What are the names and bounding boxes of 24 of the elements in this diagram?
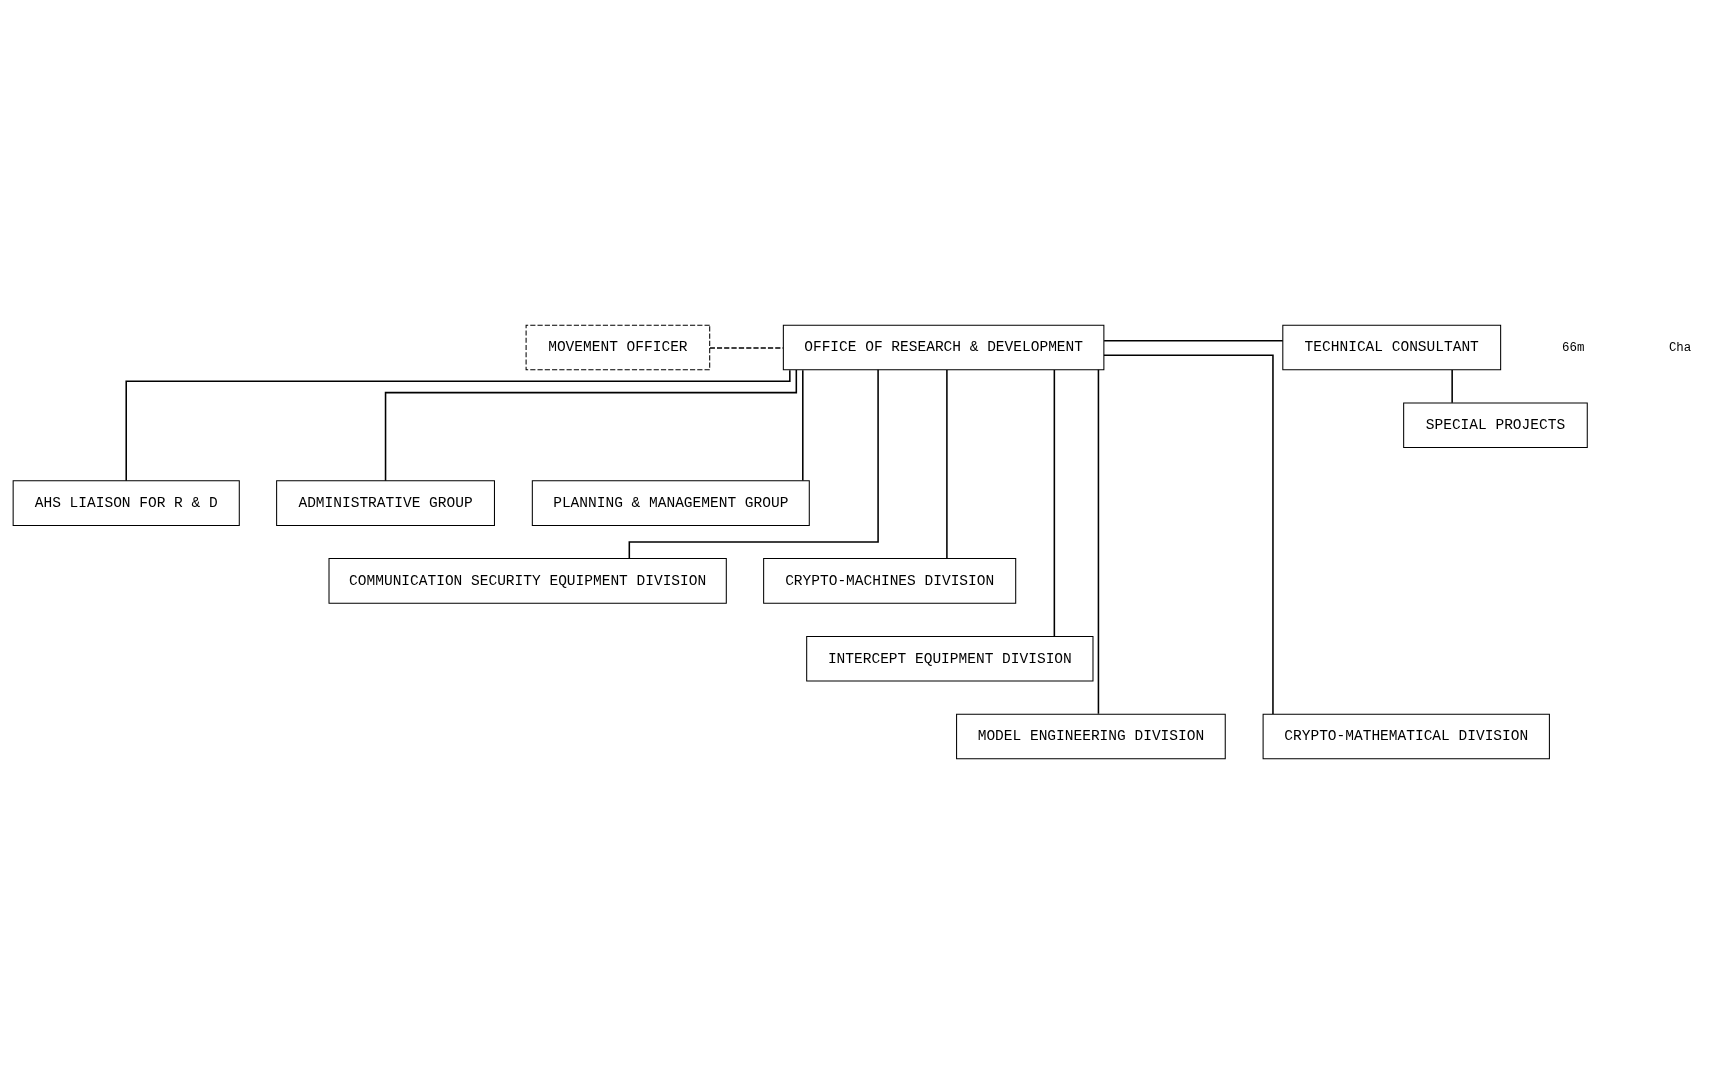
connector bbox=[1102, 354, 1274, 715]
connector bbox=[1097, 368, 1099, 715]
label: 66m bbox=[1561, 340, 1584, 355]
node-box: INTERCEPT EQUIPMENT DIVISION bbox=[805, 635, 1093, 681]
node-box: CRYPTO-MATHEMATICAL DIVISION bbox=[1262, 713, 1550, 759]
node-box: TECHNICAL CONSULTANT bbox=[1281, 324, 1501, 370]
node-box: CRYPTO-MACHINES DIVISION bbox=[762, 557, 1016, 604]
node-box: PLANNING & MANAGEMENT GROUP bbox=[531, 479, 810, 526]
node-box: MODEL ENGINEERING DIVISION bbox=[955, 713, 1226, 759]
connector bbox=[124, 368, 791, 482]
connector bbox=[628, 368, 879, 559]
connector bbox=[1102, 339, 1284, 342]
node-box: AHS LIAISON FOR R & D bbox=[12, 479, 240, 526]
node-box: SPECIAL PROJECTS bbox=[1402, 402, 1588, 448]
connector bbox=[384, 368, 797, 482]
connector bbox=[801, 368, 804, 481]
connector bbox=[945, 368, 948, 559]
node-box: COMMUNICATION SECURITY EQUIPMENT DIVISION bbox=[328, 557, 727, 604]
connector bbox=[1450, 368, 1453, 404]
node-box: ADMINISTRATIVE GROUP bbox=[275, 479, 495, 526]
node-box: OFFICE OF RESEARCH & DEVELOPMENT bbox=[782, 324, 1104, 370]
label: Cha bbox=[1668, 340, 1691, 355]
connector bbox=[1053, 368, 1055, 637]
node-box: MOVEMENT OFFICER bbox=[525, 324, 710, 370]
